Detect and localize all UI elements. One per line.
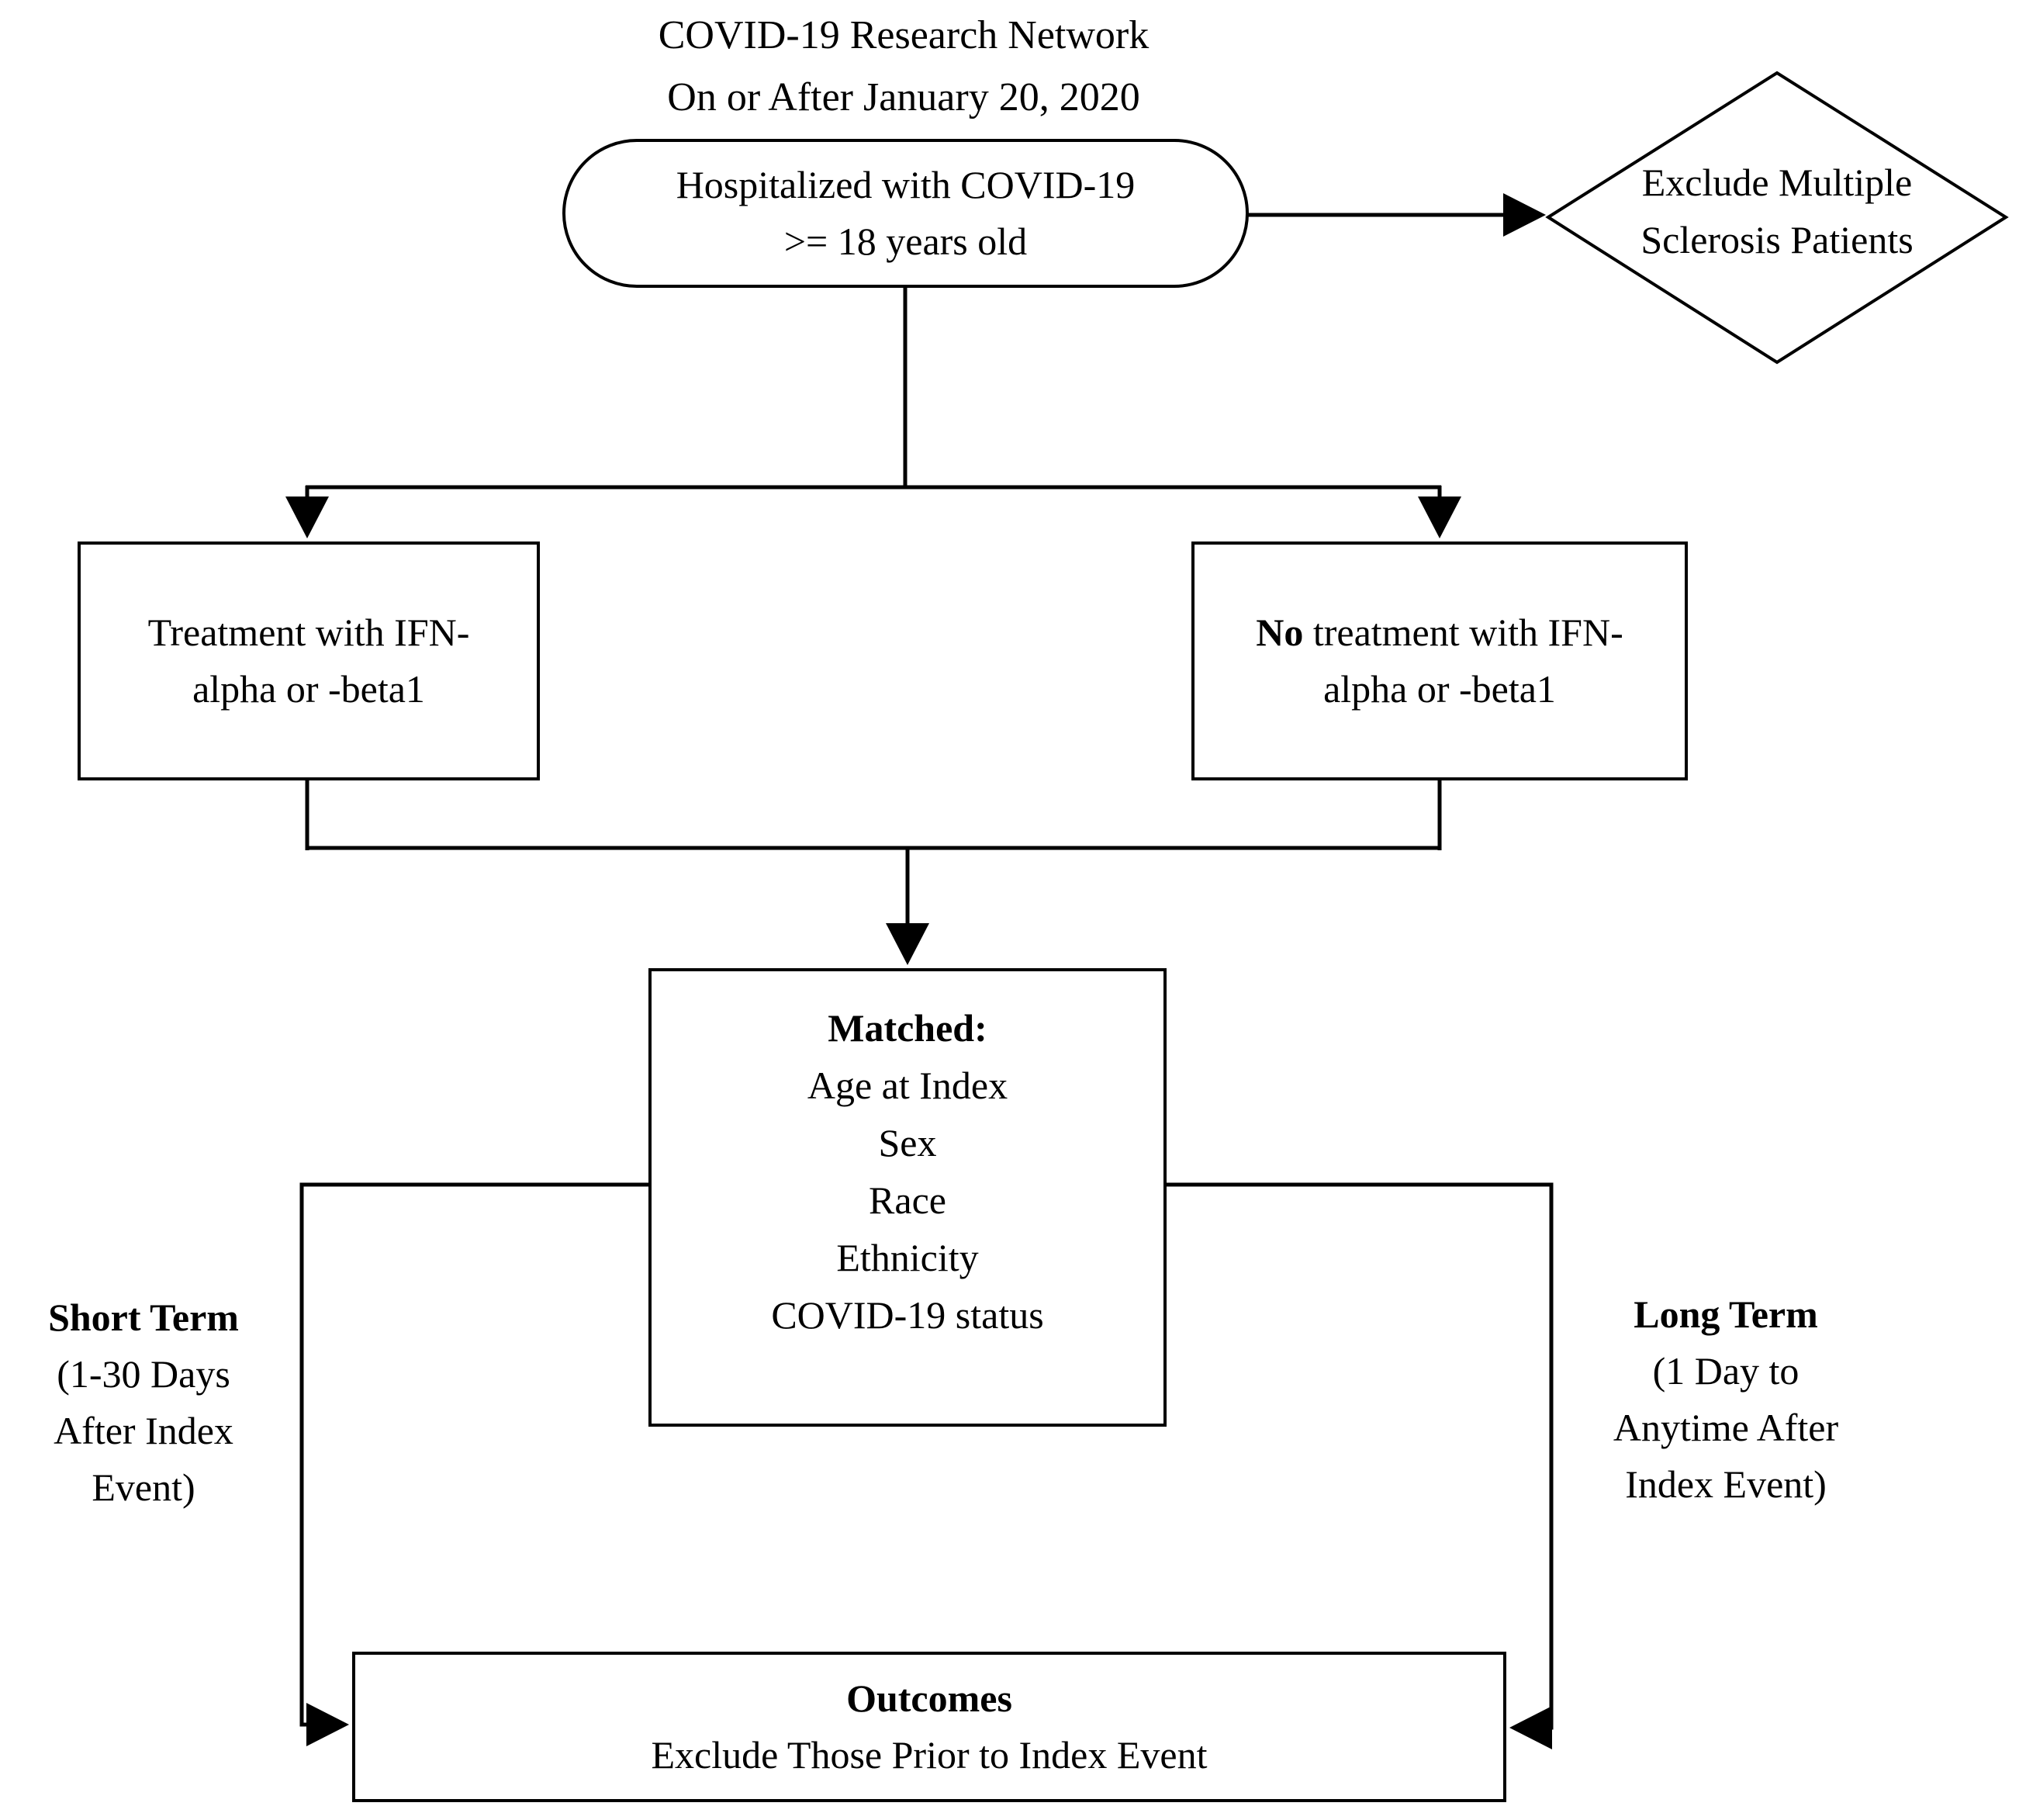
long-term-heading: Long Term <box>1634 1292 1818 1336</box>
long-term-line-4: Index Event) <box>1625 1462 1827 1506</box>
outcomes-box-line-2: Exclude Those Prior to Index Event <box>651 1733 1208 1777</box>
outcomes-box: Outcomes Exclude Those Prior to Index Ev… <box>352 1652 1506 1802</box>
short-term-line-3: After Index <box>54 1409 233 1452</box>
long-term-line-3: Anytime After <box>1613 1406 1839 1449</box>
outcomes-box-heading: Outcomes <box>846 1676 1012 1720</box>
no-treatment-box: No treatment with IFN- alpha or -beta1 <box>1191 542 1688 780</box>
no-treatment-box-line-1: No treatment with IFN- <box>1256 604 1623 661</box>
no-treatment-bold-word: No <box>1256 611 1304 654</box>
arrowhead-into-matched-box <box>886 923 929 965</box>
chart-title-line-2: On or After January 20, 2020 <box>667 75 1140 119</box>
matched-criterion-covid-status: COVID-19 status <box>771 1293 1044 1337</box>
cohort-node: Hospitalized with COVID-19 >= 18 years o… <box>562 139 1249 288</box>
matched-box-heading: Matched: <box>828 1006 987 1050</box>
exclusion-diamond-line-1: Exclude Multiple <box>1641 161 1913 204</box>
short-term-label: Short Term (1-30 Days After Index Event) <box>4 1289 283 1516</box>
arrowhead-into-diamond <box>1503 193 1546 237</box>
no-treatment-line-1-rest: treatment with IFN- <box>1303 611 1623 654</box>
arrowhead-into-outcomes-left <box>306 1703 349 1746</box>
matched-criterion-age: Age at Index <box>807 1064 1008 1107</box>
no-treatment-box-line-2: alpha or -beta1 <box>1323 667 1556 711</box>
short-term-line-2: (1-30 Days <box>57 1352 230 1396</box>
matched-criterion-sex: Sex <box>878 1121 937 1164</box>
matched-criterion-ethnicity: Ethnicity <box>836 1236 979 1279</box>
exclusion-diamond-label: Exclude Multiple Sclerosis Patients <box>1568 154 1986 268</box>
treatment-box-line-1: Treatment with IFN- <box>147 611 470 654</box>
long-term-label: Long Term (1 Day to Anytime After Index … <box>1575 1286 1877 1513</box>
short-term-heading: Short Term <box>48 1296 239 1339</box>
arrowhead-into-treatment-box <box>285 497 329 538</box>
treatment-box-line-2: alpha or -beta1 <box>192 667 425 711</box>
cohort-node-line-2: >= 18 years old <box>783 220 1028 263</box>
chart-title: COVID-19 Research Network On or After Ja… <box>535 5 1272 129</box>
arrowhead-into-outcomes-right <box>1509 1706 1552 1749</box>
cohort-node-line-1: Hospitalized with COVID-19 <box>676 163 1136 206</box>
connector-long-term-path <box>1167 1182 1554 1730</box>
exclusion-diamond-shape <box>1545 71 2009 365</box>
long-term-line-2: (1 Day to <box>1652 1349 1800 1393</box>
chart-title-line-1: COVID-19 Research Network <box>658 13 1150 57</box>
exclusion-diamond-line-2: Sclerosis Patients <box>1641 218 1914 261</box>
treatment-box: Treatment with IFN- alpha or -beta1 <box>78 542 540 780</box>
matched-box: Matched: Age at Index Sex Race Ethnicity… <box>648 968 1167 1427</box>
short-term-line-4: Event) <box>92 1465 195 1509</box>
matched-criterion-race: Race <box>869 1178 946 1222</box>
arrowhead-into-no-treatment-box <box>1418 497 1461 538</box>
connector-short-term-path <box>299 1182 648 1727</box>
